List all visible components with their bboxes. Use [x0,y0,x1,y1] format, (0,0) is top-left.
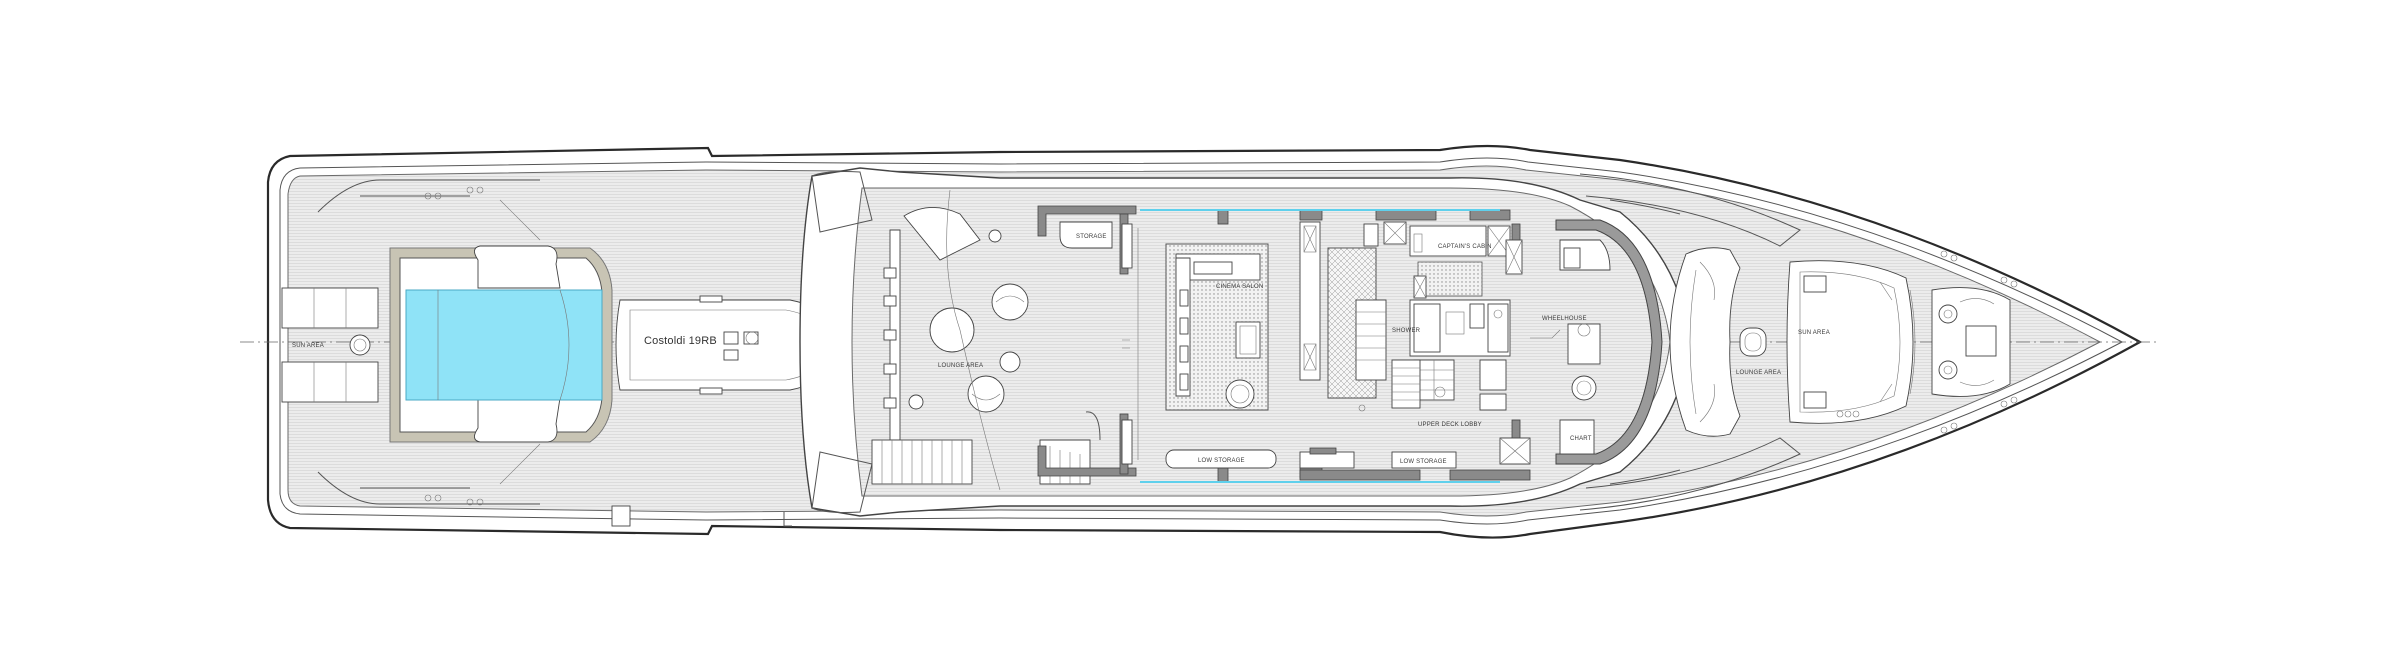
pool-water [405,289,603,401]
upper-deck-lobby [1391,359,1421,409]
label-lounge-area-fwd: LOUNGE AREA [1736,370,1781,376]
aft-stairs [871,411,1101,485]
label-low-storage-stbd: LOW STORAGE [1400,459,1447,465]
aft-sun-loungers [281,287,379,403]
label-low-storage-port: LOW STORAGE [1198,458,1245,464]
label-sun-area-aft: SUN AREA [292,343,324,349]
low-storage-port [1165,437,1531,469]
label-storage: STORAGE [1076,234,1107,240]
tv-unit [1299,221,1321,381]
label-shower: SHOWER [1392,328,1421,334]
wheelhouse [1530,219,1663,465]
transom-details [611,505,792,527]
captains-cabin [1409,225,1523,411]
bow-fairleads [1940,250,2018,434]
storage-cabinet [1059,221,1113,249]
forward-lounge [1669,247,1767,437]
label-upper-deck-lobby: UPPER DECK LOBBY [1418,422,1482,428]
bow-mooring-equipment [1931,287,2011,397]
pool-area [389,245,613,443]
label-sun-area-fwd: SUN AREA [1798,330,1830,336]
forward-side-decks [1579,173,1801,511]
central-stairwell [1327,221,1407,412]
label-cinema-salon: CINEMA SALON [1216,284,1263,290]
label-tender: Costoldi 19RB [644,335,717,347]
label-chart: CHART [1570,436,1592,442]
aft-lounge-furniture [883,189,1029,491]
aft-sliding-doors [1121,223,1139,465]
label-wheelhouse: WHEELHOUSE [1542,316,1587,322]
cinema-salon [1165,243,1269,411]
aft-steps [317,179,541,506]
label-lounge-area-aft: LOUNGE AREA [938,363,983,369]
label-captains-cabin: CAPTAIN'S CABIN [1438,244,1492,250]
forward-sun-area [1786,260,1916,424]
